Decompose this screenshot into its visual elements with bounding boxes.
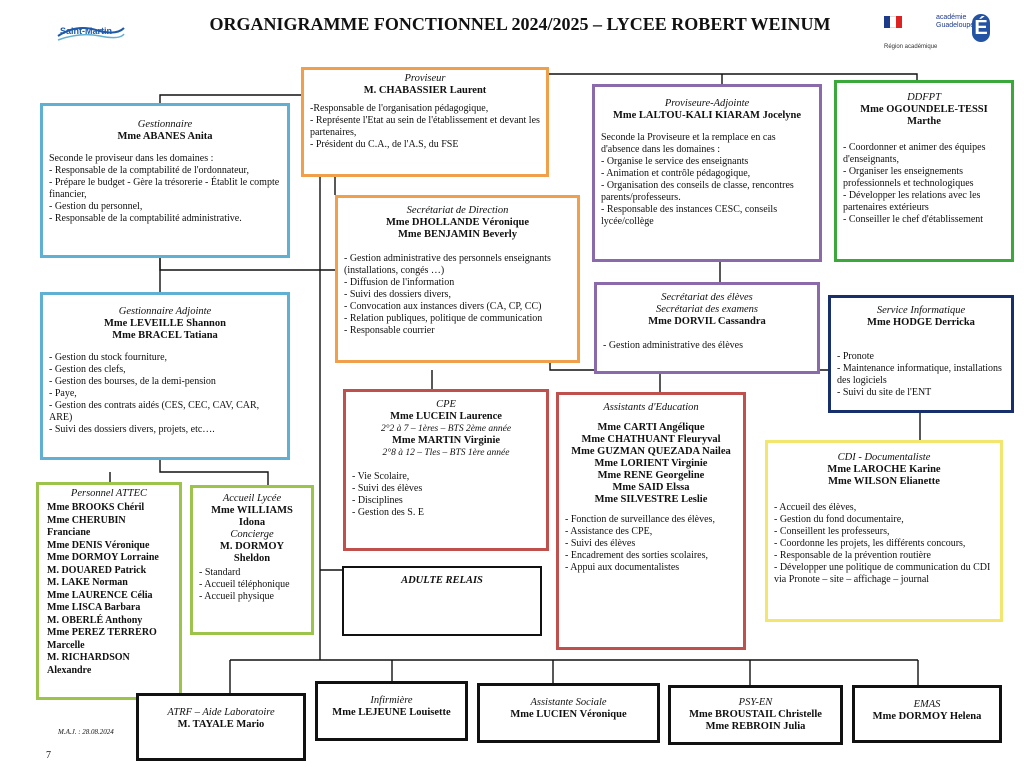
seceleves-name: Mme DORVIL Cassandra <box>648 316 766 327</box>
gestionnaire-intro: Seconde le proviseur dans les domaines : <box>49 153 214 164</box>
secretariat-eleves-box: Secrétariat des élèves Secrétariat des e… <box>594 282 820 374</box>
psy-name-2: Mme REBROIN Julia <box>705 721 806 732</box>
adjointe-intro: Seconde la Proviseure et la remplace en … <box>601 132 776 155</box>
assistants-education-box: Assistants d'Education Mme CARTI Angéliq… <box>556 392 746 650</box>
gestadj-duties: - Gestion du stock fourniture, - Gestion… <box>49 352 260 435</box>
seceleves-role-1: Secrétariat des élèves <box>661 292 753 303</box>
seceleves-role-2: Secrétariat des examens <box>655 304 759 315</box>
emas-box: EMAS Mme DORMOY Helena <box>852 685 1002 743</box>
accueil-name-b: Idona <box>238 517 266 528</box>
cdi-name-1: Mme LAROCHE Karine <box>827 464 941 475</box>
wave-icon <box>57 27 125 41</box>
accueil-duties: - Standard - Accueil téléphonique - Accu… <box>199 567 290 602</box>
accueil-role: Accueil Lycée <box>222 493 282 504</box>
proviseure-adjointe-box: Proviseure-Adjointe Mme LALTOU-KALI KIAR… <box>592 84 822 262</box>
saint-martin-logo: Saint-Martin <box>56 20 126 42</box>
cpe-name-1: Mme LUCEIN Laurence <box>390 411 502 422</box>
cpe-classes-2: 2°8 à 12 – Tles – BTS 1ère année <box>382 448 510 458</box>
infirmiere-role: Infirmière <box>370 695 413 706</box>
psy-role: PSY-EN <box>738 697 773 708</box>
cdi-duties: - Accueil des élèves, - Gestion du fond … <box>774 502 991 585</box>
psy-name-1: Mme BROUSTAIL Christelle <box>689 709 822 720</box>
secdir-role: Secrétariat de Direction <box>406 205 509 216</box>
proviseur-role: Proviseur <box>404 73 446 84</box>
concierge-name: M. DORMOY <box>219 541 285 552</box>
aed-names: Mme CARTI Angélique Mme CHATHUANT Fleury… <box>571 422 731 505</box>
assistante-sociale-box: Assistante Sociale Mme LUCIEN Véronique <box>477 683 660 743</box>
adulte-relais-role: ADULTE RELAIS <box>401 575 483 586</box>
e-letter-icon: É <box>972 14 990 42</box>
cdi-role: CDI - Documentaliste <box>837 452 931 463</box>
personnel-attec-box: Personnel ATTEC Mme BROOKS Chéril Mme CH… <box>36 482 182 700</box>
gestionnaire-box: Gestionnaire Mme ABANES Anita Seconde le… <box>40 103 290 258</box>
as-name: Mme LUCIEN Véronique <box>510 709 627 720</box>
academie-logo: académie Guadeloupe É Région académique <box>880 14 990 54</box>
academie-text: académie Guadeloupe <box>936 14 975 29</box>
connector <box>159 94 301 103</box>
emas-name: Mme DORMOY Helena <box>872 711 982 722</box>
proviseur-box: Proviseur M. CHABASSIER Laurent -Respons… <box>301 67 549 177</box>
atrf-box: ATRF – Aide Laboratoire M. TAYALE Mario <box>136 693 306 761</box>
gestionnaire-duties: - Responsable de la comptabilité de l'or… <box>49 165 280 224</box>
emas-role: EMAS <box>913 699 941 710</box>
adjointe-name: Mme LALTOU-KALI KIARAM Jocelyne <box>612 110 802 121</box>
page-title: ORGANIGRAMME FONCTIONNEL 2024/2025 – LYC… <box>209 14 831 34</box>
atrf-name: M. TAYALE Mario <box>177 719 265 730</box>
cdi-name-2: Mme WILSON Elianette <box>828 476 940 487</box>
proviseur-duties: -Responsable de l'organisation pédagogiq… <box>310 103 540 150</box>
info-duties: - Pronote - Maintenance informatique, in… <box>837 351 1002 398</box>
service-informatique-box: Service Informatique Mme HODGE Derricka … <box>828 295 1014 413</box>
aed-role: Assistants d'Education <box>603 402 699 413</box>
logo-text: Saint-Martin <box>60 26 113 36</box>
adulte-relais-box: ADULTE RELAIS <box>342 566 542 636</box>
gestadj-name-2: Mme BRACEL Tatiana <box>112 330 218 341</box>
concierge-role: Concierge <box>230 529 274 540</box>
concierge-name-b: Sheldon <box>233 553 271 564</box>
atrf-role: ATRF – Aide Laboratoire <box>167 707 275 718</box>
psy-en-box: PSY-EN Mme BROUSTAIL Christelle Mme REBR… <box>668 685 843 745</box>
infirmiere-box: Infirmière Mme LEJEUNE Louisette <box>315 681 468 741</box>
as-role: Assistante Sociale <box>530 697 607 708</box>
ddfpt-duties: - Coordonner et animer des équipes d'ens… <box>843 142 986 225</box>
cdi-box: CDI - Documentaliste Mme LAROCHE Karine … <box>765 440 1003 622</box>
ddfpt-role: DDFPT <box>907 92 941 103</box>
adjointe-role: Proviseure-Adjointe <box>664 98 750 109</box>
accueil-name: Mme WILLIAMS <box>211 505 293 516</box>
adjointe-duties: - Organise le service des enseignants - … <box>601 156 794 227</box>
gestionnaire-role: Gestionnaire <box>137 119 193 130</box>
secretariat-direction-box: Secrétariat de Direction Mme DHOLLANDE V… <box>335 195 580 363</box>
ddfpt-name: Mme OGOUNDELE-TESSI Marthe <box>860 104 988 127</box>
seceleves-duties: - Gestion administrative des élèves <box>603 340 743 351</box>
cpe-classes-1: 2°2 à 7 – 1ères – BTS 2ème année <box>380 424 512 434</box>
secdir-duties: - Gestion administrative des personnels … <box>344 253 551 336</box>
update-date: M.A.J. : 28.08.2024 <box>58 728 114 736</box>
cpe-role: CPE <box>436 399 456 410</box>
accueil-lycee-box: Accueil Lycée Mme WILLIAMS Idona Concier… <box>190 485 314 635</box>
gestionnaire-adjointe-box: Gestionnaire Adjointe Mme LEVEILLE Shann… <box>40 292 290 460</box>
ddfpt-box: DDFPT Mme OGOUNDELE-TESSI Marthe - Coord… <box>834 80 1014 262</box>
flag-icon <box>884 16 902 28</box>
attec-role: Personnel ATTEC <box>70 488 148 499</box>
info-name: Mme HODGE Derricka <box>867 317 975 328</box>
gestadj-role: Gestionnaire Adjointe <box>118 306 212 317</box>
cpe-name-2: Mme MARTIN Virginie <box>391 435 501 446</box>
cpe-box: CPE Mme LUCEIN Laurence 2°2 à 7 – 1ères … <box>343 389 549 551</box>
info-role: Service Informatique <box>876 305 966 316</box>
region-text: Région académique <box>884 44 938 50</box>
attec-names: Mme BROOKS Chéril Mme CHERUBIN Franciane… <box>47 502 159 676</box>
gestadj-name-1: Mme LEVEILLE Shannon <box>104 318 226 329</box>
infirmiere-name: Mme LEJEUNE Louisette <box>332 707 451 718</box>
gestionnaire-name: Mme ABANES Anita <box>117 131 213 142</box>
cpe-duties: - Vie Scolaire, - Suivi des élèves - Dis… <box>352 471 424 518</box>
secdir-name-1: Mme DHOLLANDE Véronique <box>385 217 530 228</box>
page-number: 7 <box>46 750 51 761</box>
secdir-name-2: Mme BENJAMIN Beverly <box>398 229 517 240</box>
proviseur-name: M. CHABASSIER Laurent <box>363 85 487 96</box>
aed-duties: - Fonction de surveillance des élèves, -… <box>565 514 715 573</box>
